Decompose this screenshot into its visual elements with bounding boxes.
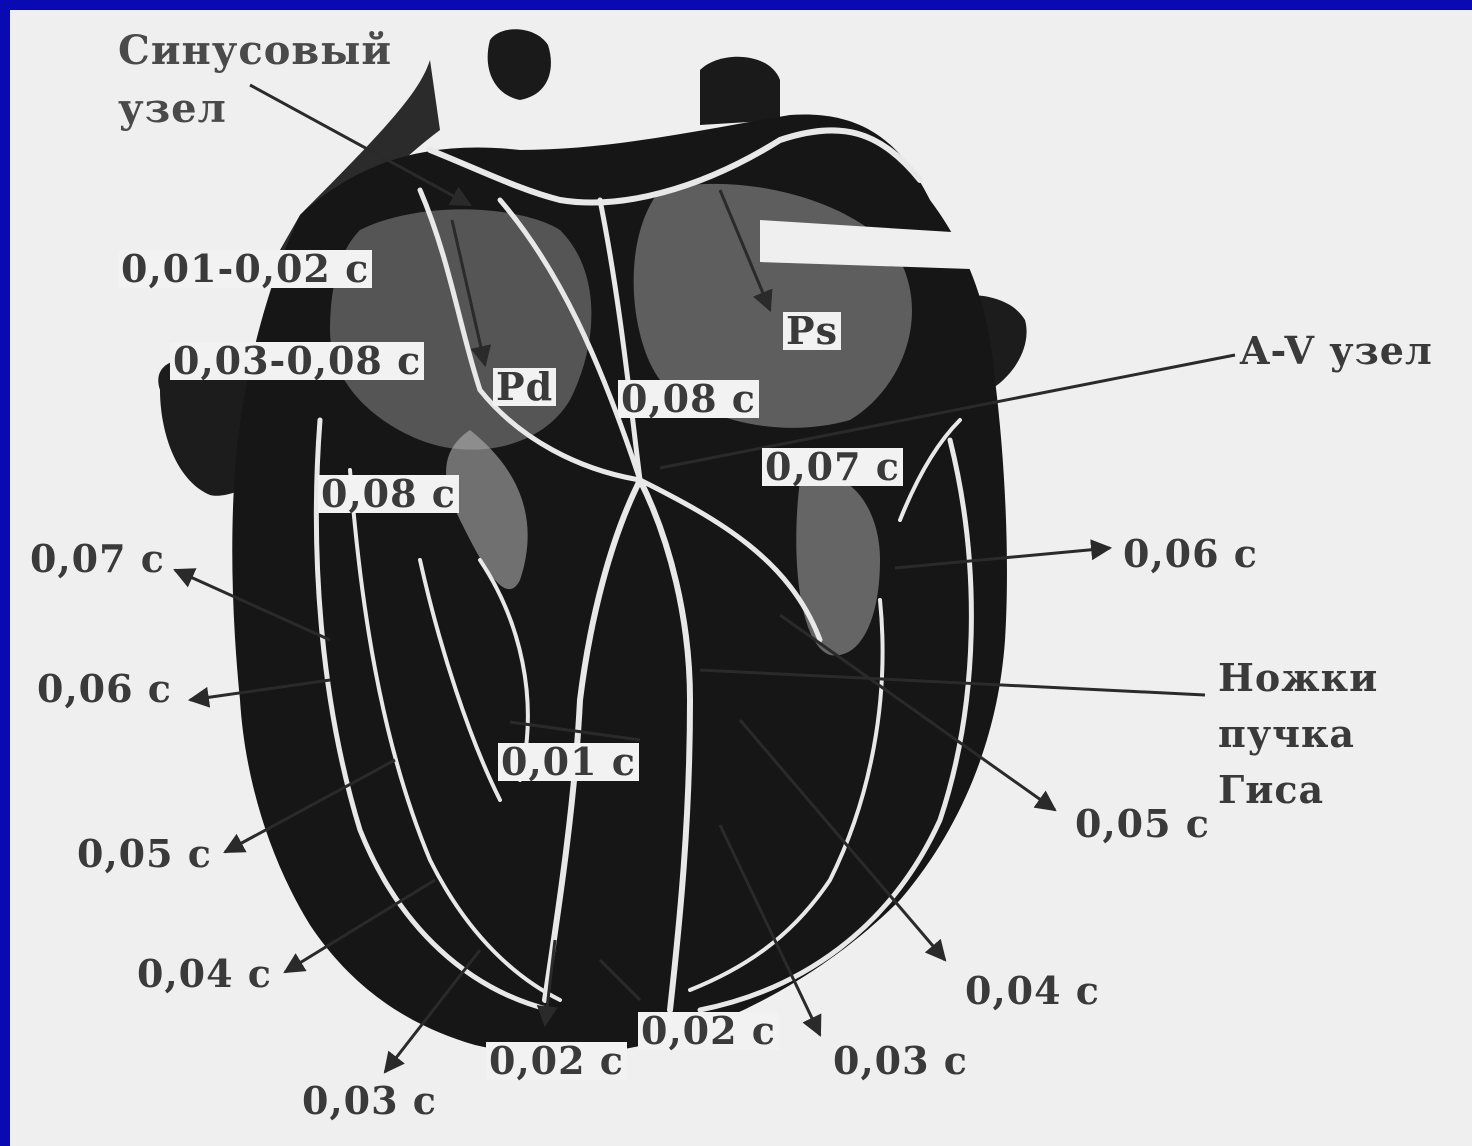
figure-panel: Синусовый узел 0,01-0,02 с 0,03-0,08 с P… — [10, 10, 1472, 1146]
time-label-av-center: 0,08 с — [318, 475, 459, 513]
time-label-left-04: 0,04 с — [965, 972, 1100, 1010]
time-label-septum: 0,01 с — [498, 743, 639, 781]
sinus-node-label: Синусовый узел — [118, 22, 392, 138]
time-label-right-06: 0,06 с — [37, 670, 172, 708]
time-label-av-right: 0,08 с — [618, 380, 759, 418]
time-label-left-05: 0,05 с — [1075, 805, 1210, 843]
time-label-right-04: 0,04 с — [137, 955, 272, 993]
pd-label: Pd — [493, 368, 556, 406]
time-label-right-03: 0,03 с — [302, 1082, 437, 1120]
ps-label: Ps — [783, 312, 841, 350]
aorta-stub — [488, 29, 551, 100]
white-block — [760, 220, 1000, 270]
av-node-label: A-V узел — [1240, 332, 1433, 370]
time-label-apex-right: 0,02 с — [486, 1042, 627, 1080]
his-bundle-label: Ножки пучка Гиса — [1218, 650, 1378, 818]
time-label-apex-left: 0,02 с — [638, 1012, 779, 1050]
time-label-left-06: 0,06 с — [1123, 535, 1258, 573]
time-label-left-03: 0,03 с — [833, 1042, 968, 1080]
pulmonary-stub — [700, 57, 780, 125]
time-label-right-05: 0,05 с — [77, 835, 212, 873]
time-label-atria: 0,03-0,08 с — [170, 342, 424, 380]
time-label-right-07: 0,07 с — [30, 540, 165, 578]
time-label-av-left: 0,07 с — [762, 448, 903, 486]
time-label-sa: 0,01-0,02 с — [118, 250, 372, 288]
